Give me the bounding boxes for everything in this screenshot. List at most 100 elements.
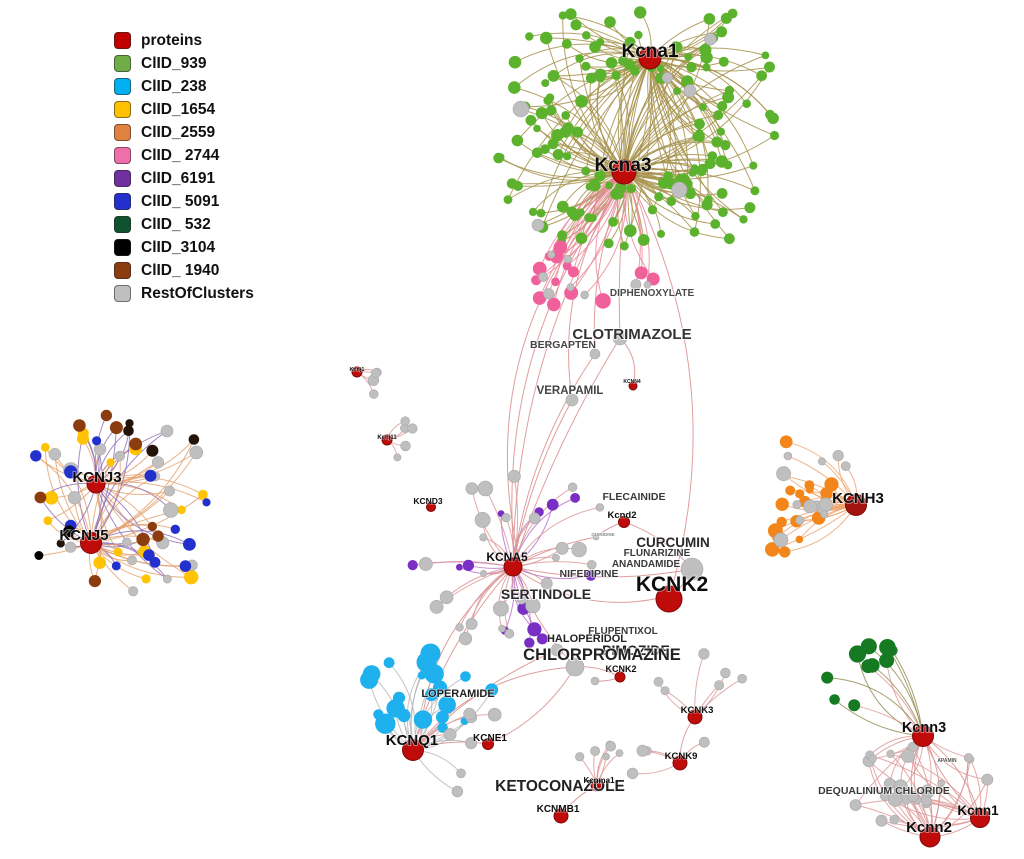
- cluster-node: [439, 590, 454, 605]
- cluster-node: [557, 230, 568, 241]
- edge: [623, 171, 750, 210]
- cluster-node: [504, 628, 515, 639]
- edge: [623, 37, 715, 173]
- cluster-node: [775, 497, 789, 511]
- cluster-node: [586, 559, 597, 570]
- protein-label-kcnk2s: KCNK2: [605, 664, 636, 674]
- protein-node-kcnma1: [590, 778, 604, 792]
- edge: [868, 760, 931, 838]
- cluster-node: [711, 136, 723, 148]
- edge: [517, 140, 625, 174]
- cluster-node: [698, 648, 710, 660]
- cluster-node: [100, 409, 113, 422]
- edge: [868, 760, 981, 819]
- cluster-node: [393, 453, 402, 462]
- cluster-node: [562, 122, 574, 134]
- cluster-node: [860, 638, 877, 655]
- cluster-node: [749, 161, 758, 170]
- cluster-node: [562, 261, 572, 271]
- drug-label: BERGAPTEN: [530, 339, 596, 351]
- cluster-node: [697, 163, 708, 175]
- drug-label: KETOCONAZOLE: [495, 778, 625, 795]
- cluster-node: [832, 450, 844, 462]
- cluster-node: [465, 737, 478, 750]
- cluster-node: [474, 512, 491, 528]
- cluster-node: [692, 132, 701, 141]
- cluster-node: [756, 70, 767, 82]
- cluster-node: [455, 623, 464, 632]
- cluster-node: [684, 53, 693, 61]
- edge: [649, 57, 730, 239]
- edge: [90, 427, 117, 544]
- legend-item-label: RestOfClusters: [141, 284, 254, 302]
- legend-swatch: [114, 193, 131, 210]
- cluster-node: [43, 516, 53, 525]
- legend-item-label: ClID_ 532: [141, 215, 211, 233]
- cluster-node: [552, 149, 564, 160]
- cluster-node: [136, 532, 150, 547]
- cluster-node: [805, 485, 814, 494]
- cluster-node: [487, 707, 502, 722]
- legend-swatch: [114, 285, 131, 302]
- cluster-node: [184, 570, 199, 585]
- cluster-node: [162, 574, 172, 584]
- legend: proteins ClID_939 ClID_238 ClID_1654 ClI…: [114, 32, 254, 302]
- cluster-node: [765, 542, 780, 557]
- legend-item: ClID_1654: [114, 101, 254, 118]
- cluster-node: [694, 118, 705, 130]
- cluster-node: [700, 51, 713, 64]
- cluster-node: [879, 653, 895, 668]
- cluster-node: [48, 448, 62, 461]
- drug-node: [589, 348, 601, 360]
- cluster-node: [67, 491, 82, 505]
- protein-node-kcnj5: [80, 532, 102, 554]
- cluster-node: [541, 79, 550, 88]
- cluster-node: [127, 555, 137, 566]
- cluster-node: [750, 186, 760, 196]
- cluster-node: [511, 134, 524, 147]
- cluster-node: [821, 671, 834, 684]
- cluster-node: [865, 658, 880, 673]
- cluster-node: [164, 485, 175, 497]
- legend-item-label: ClID_3104: [141, 238, 216, 256]
- cluster-node: [630, 66, 640, 76]
- cluster-node: [714, 680, 725, 691]
- cluster-node: [170, 524, 180, 534]
- cluster-node: [704, 32, 717, 46]
- cluster-node: [123, 425, 134, 437]
- cluster-node: [937, 779, 946, 788]
- protein-node-kcnk2: [655, 585, 683, 613]
- protein-node-kcna1: [638, 46, 662, 70]
- cluster-node: [886, 749, 895, 759]
- cluster-node: [818, 497, 833, 512]
- cluster-node: [575, 752, 585, 762]
- protein-node-kcnk2s: [614, 671, 626, 683]
- cluster-node: [531, 218, 545, 232]
- protein-label-kcnk9: KCNK9: [665, 751, 698, 762]
- edge: [856, 653, 924, 737]
- cluster-node: [829, 694, 840, 705]
- cluster-node: [93, 556, 106, 569]
- layer-hubs: [80, 46, 990, 848]
- cluster-node: [848, 699, 861, 712]
- cluster-node: [611, 70, 621, 80]
- legend-swatch: [114, 239, 131, 256]
- cluster-node: [536, 208, 546, 218]
- cluster-node: [149, 556, 161, 568]
- cluster-node: [761, 51, 770, 60]
- cluster-node: [456, 563, 463, 571]
- protein-node-kcnn2: [919, 826, 941, 848]
- cluster-node: [626, 767, 639, 780]
- drug-label: PIMOZIDE: [602, 642, 670, 658]
- cluster-node: [525, 114, 537, 126]
- cluster-node: [595, 503, 605, 512]
- protein-label-kcnn3: Kcnn3: [902, 720, 946, 736]
- cluster-node: [595, 293, 611, 309]
- cluster-node: [684, 187, 696, 200]
- protein-label-kcnn4: KCNN4: [623, 379, 640, 385]
- cluster-node: [202, 498, 211, 507]
- cluster-node: [737, 673, 747, 684]
- layer-labels: DIPHENOXYLATECLOTRIMAZOLEBERGAPTENVERAPA…: [421, 287, 958, 797]
- legend-swatch: [114, 262, 131, 279]
- cluster-node: [608, 217, 618, 227]
